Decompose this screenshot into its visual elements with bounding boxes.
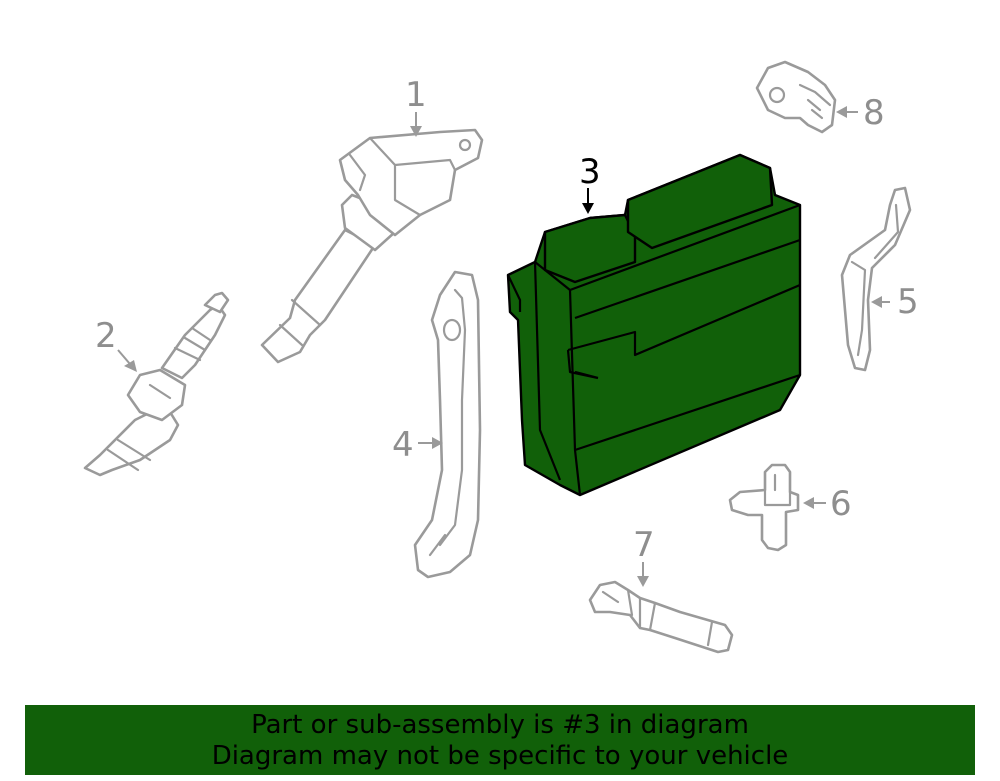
callout-3: 3 bbox=[579, 152, 601, 214]
parts-diagram: 1 2 3 4 5 bbox=[83, 60, 919, 654]
callout-6: 6 bbox=[803, 484, 852, 524]
callout-2: 2 bbox=[95, 316, 137, 372]
svg-text:8: 8 bbox=[863, 93, 885, 133]
banner-line-1: Part or sub-assembly is #3 in diagram bbox=[251, 710, 749, 740]
part-8-sensor[interactable] bbox=[755, 60, 837, 134]
svg-text:7: 7 bbox=[633, 525, 655, 565]
svg-text:6: 6 bbox=[830, 484, 852, 524]
svg-text:2: 2 bbox=[95, 316, 117, 356]
part-7-sensor[interactable] bbox=[588, 580, 734, 654]
callout-5: 5 bbox=[871, 282, 919, 322]
callout-8: 8 bbox=[836, 93, 885, 133]
part-3-engine-control-module[interactable] bbox=[506, 153, 802, 497]
part-5-bracket[interactable] bbox=[840, 186, 912, 372]
banner-line-2: Diagram may not be specific to your vehi… bbox=[211, 741, 789, 771]
callout-7: 7 bbox=[633, 525, 655, 587]
part-2-spark-plug[interactable] bbox=[83, 291, 230, 477]
part-1-ignition-coil[interactable] bbox=[260, 128, 484, 364]
svg-text:5: 5 bbox=[897, 282, 919, 322]
info-banner: Part or sub-assembly is #3 in diagram Di… bbox=[25, 705, 975, 775]
part-4-bracket[interactable] bbox=[413, 270, 482, 579]
callout-4: 4 bbox=[392, 425, 443, 465]
svg-text:1: 1 bbox=[405, 75, 427, 115]
callout-1: 1 bbox=[405, 75, 427, 137]
part-6-sensor[interactable] bbox=[728, 463, 800, 552]
svg-text:4: 4 bbox=[392, 425, 414, 465]
svg-text:3: 3 bbox=[579, 152, 601, 192]
